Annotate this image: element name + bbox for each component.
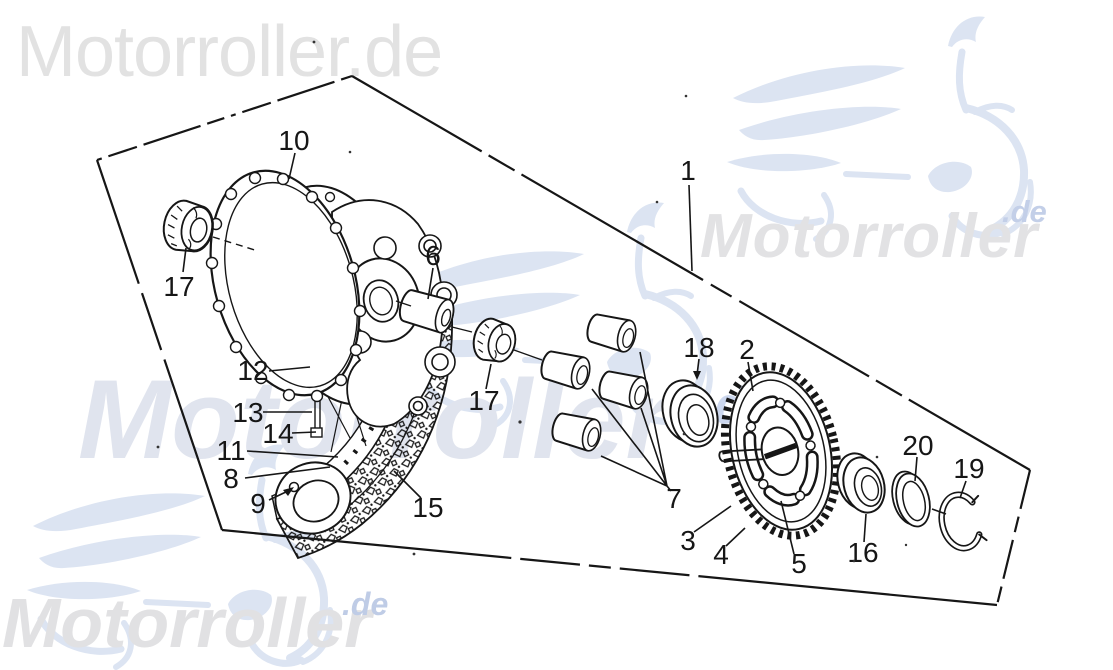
part-label-17b: 17 [468,385,499,416]
part-label-10: 10 [278,125,309,156]
part-label-11: 11 [216,435,245,466]
hub-casting-holes [408,234,458,416]
arrowhead-9 [283,487,294,496]
frame-border [95,74,1032,607]
watermark-mid-right-de: .de [1002,194,1047,229]
tire-bead-end [274,461,352,535]
bearing-17-right [472,317,517,363]
circlip-19 [938,491,988,552]
bushing-7-b [586,313,637,353]
washer-20 [891,470,931,528]
part-label-20: 20 [902,430,933,461]
part-label-2: 2 [739,334,755,365]
hub-front-flange-holes [205,171,367,403]
axle-stub [718,442,798,463]
part-label-4: 4 [713,539,729,570]
watermark-bottom-left-de: .de [342,586,389,622]
watermark-mid-right: Motorroller [700,202,1039,271]
arrowhead-18 [693,371,701,380]
part-label-3: 3 [680,525,696,556]
bushings-7 [540,313,649,452]
bearing-17-left [162,199,214,253]
part-label-1: 1 [680,155,696,186]
sprocket-bolt-holes [745,397,816,502]
spacer-16 [836,452,886,514]
sprocket-slots [743,395,819,507]
part-label-6: 6 [425,240,441,271]
photocopy-specks [156,40,908,563]
part-label-13: 13 [232,397,263,428]
hub-assembly [205,169,458,428]
part-labels: 1 2 3 4 5 6 7 8 9 10 11 12 13 14 15 16 1… [163,125,984,579]
part-label-18: 18 [683,332,714,363]
part-label-19: 19 [953,453,984,484]
watermark-bottom-left: Motorroller [2,584,372,662]
seal-18 [661,379,719,448]
part-label-16: 16 [847,537,878,568]
part-label-5: 5 [791,548,807,579]
spacer-6 [398,289,455,334]
watermark-top-left: Motorroller.de [16,12,443,92]
sprocket-2 [718,362,842,540]
bushing-7-a [540,350,591,390]
part-label-12: 12 [237,355,268,386]
part-label-9: 9 [250,488,266,519]
bushing-7-d [551,412,602,452]
part-label-14: 14 [262,418,293,449]
leader-lines [182,152,967,555]
part-label-17a: 17 [163,271,194,302]
part-label-7: 7 [666,483,682,514]
part-label-8: 8 [223,463,239,494]
assembly-axis-lines [212,236,543,361]
part-label-15: 15 [412,492,443,523]
